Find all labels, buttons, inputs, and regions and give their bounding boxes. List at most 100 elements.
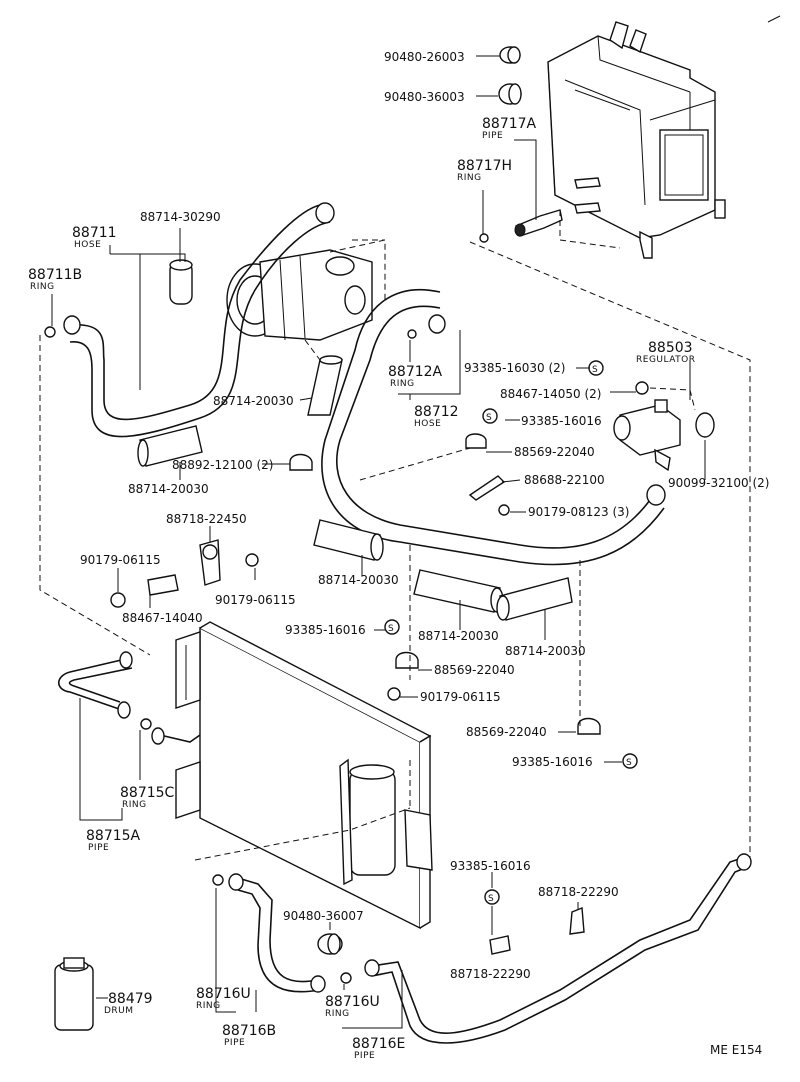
svg-text:S: S xyxy=(626,758,632,768)
clamp-88892-12100-drawing xyxy=(289,453,313,471)
bolt-88467-14050-drawing xyxy=(635,381,649,395)
label-88714-30290: 88714-30290 xyxy=(140,210,221,224)
sleeve-88714-20030-e-drawing xyxy=(496,577,573,621)
hose-88712-fitting xyxy=(428,314,446,334)
ring-88716u-b-drawing xyxy=(340,972,352,984)
svg-text:S: S xyxy=(592,365,598,375)
label-88569-22040-a: 88569-22040 xyxy=(514,445,595,459)
label-88716e: 88716E xyxy=(352,1036,405,1052)
svg-text:S: S xyxy=(488,894,494,904)
pipe-88716b-outline-a xyxy=(237,877,319,983)
label-88715a: 88715A xyxy=(86,828,141,844)
pipe-88716e-fitting-left xyxy=(364,959,380,977)
ring-88715c-drawing xyxy=(140,718,152,730)
grommet-90480-36003-drawing xyxy=(498,83,522,105)
label-90099-32100: 90099-32100 (2) xyxy=(668,476,770,490)
pipe-88715a-fitting-bottom xyxy=(117,701,131,719)
label-88479-desc: DRUM xyxy=(104,1006,134,1016)
condenser-inlet-hose xyxy=(159,734,201,743)
pipe-88716b-fitting-top xyxy=(228,873,244,891)
clamp-88569-22040-c-drawing xyxy=(577,717,601,735)
label-88715c: 88715C xyxy=(120,785,175,801)
grommet-90480-36007-drawing xyxy=(317,933,343,955)
hose-88711-end-fitting xyxy=(315,202,335,224)
label-88467-14050: 88467-14050 (2) xyxy=(500,387,602,401)
label-88712a-desc: RING xyxy=(390,379,415,389)
sleeve-88714-30290-drawing xyxy=(169,259,193,305)
label-93385-16016-c: 93385-16016 xyxy=(512,755,593,769)
label-88711b: 88711B xyxy=(28,267,82,283)
grommet-90099-32100-drawing xyxy=(695,412,715,438)
label-88717h: 88717H xyxy=(457,158,512,174)
ring-88712a-drawing xyxy=(407,329,417,339)
bracket-88718-22450-drawing xyxy=(199,539,221,586)
label-90179-06115-b: 90179-06115 xyxy=(215,593,296,607)
label-88716u-b: 88716U xyxy=(325,994,380,1010)
label-88688-22100: 88688-22100 xyxy=(524,473,605,487)
clamp-88569-22040-b-drawing xyxy=(395,651,419,669)
label-88714-20030-a: 88714-20030 xyxy=(213,394,294,408)
sleeve-88714-20030-a-drawing xyxy=(307,355,343,416)
label-88712: 88712 xyxy=(414,404,459,420)
grommet-90480-26003-drawing xyxy=(499,46,521,64)
footer-code: ME E154 xyxy=(710,1043,762,1057)
label-88715c-desc: RING xyxy=(122,800,147,810)
label-88717h-desc: RING xyxy=(457,173,482,183)
label-88892-12100: 88892-12100 (2) xyxy=(172,458,274,472)
pipe-88717a-drawing xyxy=(479,209,563,243)
label-88714-20030-e: 88714-20030 xyxy=(505,644,586,658)
label-88716b-desc: PIPE xyxy=(224,1038,245,1048)
drum-88479-drawing xyxy=(54,957,94,1031)
dashed-connector-lines xyxy=(39,210,751,861)
pipe-88715a-fitting-top xyxy=(119,651,133,669)
label-88714-20030-d: 88714-20030 xyxy=(418,629,499,643)
hose-88712-outline-a xyxy=(336,305,651,549)
leader-lines xyxy=(51,55,706,1029)
part-labels: 90480-26003 90480-36003 88717A PIPE 8871… xyxy=(28,50,770,1061)
label-88717a: 88717A xyxy=(482,116,537,132)
ring-88711b-drawing xyxy=(44,326,56,338)
hose-88711-outline-a xyxy=(69,204,321,421)
label-88716e-desc: PIPE xyxy=(354,1051,375,1061)
bolt-88467-14040-drawing xyxy=(147,574,179,596)
sleeve-88714-20030-c-drawing xyxy=(313,519,384,561)
label-88714-20030-b: 88714-20030 xyxy=(128,482,209,496)
label-93385-16030: 93385-16030 (2) xyxy=(464,361,566,375)
sleeve-88714-20030-d-drawing xyxy=(413,569,504,613)
hose-88711-fitting xyxy=(63,315,81,335)
label-90480-36003: 90480-36003 xyxy=(384,90,465,104)
pipe-88716e-outline-a xyxy=(371,857,743,1034)
pipe-88716b-outline-b xyxy=(237,889,321,993)
hose-88712-end-fitting xyxy=(646,484,666,506)
label-88479: 88479 xyxy=(108,991,153,1007)
label-90480-36007: 90480-36007 xyxy=(283,909,364,923)
label-90179-06115-c: 90179-06115 xyxy=(420,690,501,704)
hose-88712-outline-b xyxy=(321,288,665,566)
label-88503: 88503 xyxy=(648,340,693,356)
label-88712a: 88712A xyxy=(388,364,443,380)
label-93385-16016-a: 93385-16016 xyxy=(521,414,602,428)
label-88714-20030-c: 88714-20030 xyxy=(318,573,399,587)
label-88716u-a: 88716U xyxy=(196,986,251,1002)
label-88569-22040-c: 88569-22040 xyxy=(466,725,547,739)
label-90179-08123: 90179-08123 (3) xyxy=(528,505,630,519)
hose-88711-outline-b xyxy=(69,221,331,438)
label-88467-14040: 88467-14040 xyxy=(122,611,203,625)
pipe-88716b-fitting-bottom xyxy=(310,975,326,993)
nut-90179-06115-c-drawing xyxy=(387,687,401,701)
nut-90179-08123-drawing xyxy=(498,504,510,516)
label-88503-desc: REGULATOR xyxy=(636,355,696,365)
label-88718-22290-a: 88718-22290 xyxy=(538,885,619,899)
bracket-88718-22290-a-drawing xyxy=(489,935,511,955)
label-88711-desc: HOSE xyxy=(74,240,101,250)
washer-s-symbols: S S S S S xyxy=(384,360,638,905)
regulator-88503-drawing xyxy=(613,381,715,472)
nut-90179-06115-a-drawing xyxy=(110,592,126,608)
bracket-88718-22290-b-drawing xyxy=(569,906,585,935)
corner-mark xyxy=(767,15,781,23)
label-90179-06115-a: 90179-06115 xyxy=(80,553,161,567)
svg-text:S: S xyxy=(388,624,394,634)
label-88716u-b-desc: RING xyxy=(325,1009,350,1019)
